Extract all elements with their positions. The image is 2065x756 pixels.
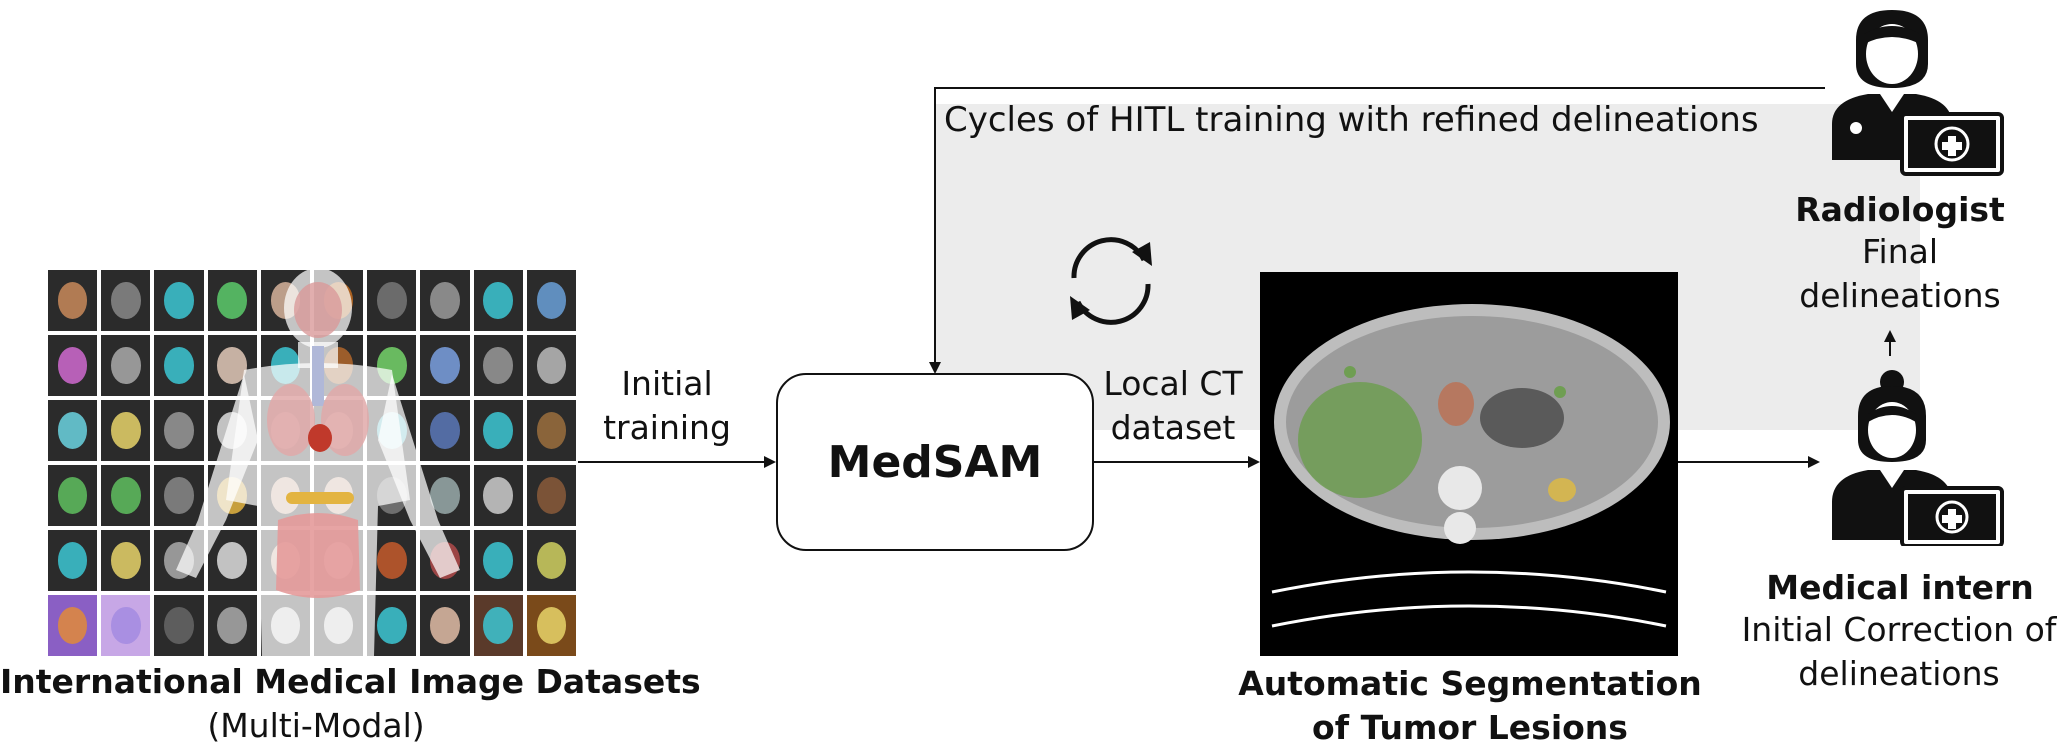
mosaic-tile bbox=[526, 335, 576, 396]
mosaic-tile bbox=[526, 595, 576, 656]
intern-desc-line1: Initial Correction of bbox=[1741, 610, 2057, 649]
segmentation-title-line2: of Tumor Lesions bbox=[1312, 707, 1628, 747]
mosaic-tile bbox=[154, 400, 204, 461]
mosaic-tile bbox=[48, 270, 98, 331]
datasets-subtitle: (Multi-Modal) bbox=[207, 706, 425, 745]
mosaic-tile bbox=[48, 335, 98, 396]
mosaic-tile bbox=[101, 530, 151, 591]
radiologist-icon bbox=[1832, 10, 2004, 176]
mosaic-tile bbox=[207, 530, 257, 591]
mosaic-tile bbox=[154, 465, 204, 526]
mosaic-tile bbox=[473, 465, 523, 526]
ct-scan-image bbox=[1260, 272, 1678, 656]
local-ct-line2: dataset bbox=[1110, 407, 1236, 447]
mosaic-tile bbox=[420, 595, 470, 656]
mosaic-tile bbox=[48, 595, 98, 656]
mosaic-tile bbox=[207, 595, 257, 656]
intern-desc-line2: delineations bbox=[1798, 653, 2000, 693]
initial-training-label: Initial training bbox=[600, 362, 734, 449]
mosaic-tile bbox=[101, 400, 151, 461]
mosaic-tile bbox=[473, 595, 523, 656]
radiologist-desc-line2: delineations bbox=[1799, 275, 2001, 315]
mosaic-tile bbox=[473, 335, 523, 396]
mosaic-tile bbox=[48, 400, 98, 461]
mosaic-tile bbox=[526, 530, 576, 591]
mosaic-tile bbox=[367, 270, 417, 331]
mosaic-tile bbox=[101, 270, 151, 331]
intern-icon bbox=[1832, 370, 2004, 546]
local-ct-label: Local CT dataset bbox=[1098, 362, 1248, 449]
radiologist-title: Radiologist bbox=[1795, 190, 2005, 229]
recycle-icon bbox=[1070, 237, 1152, 325]
mosaic-tile bbox=[526, 400, 576, 461]
mosaic-tile bbox=[154, 595, 204, 656]
mosaic-tile bbox=[473, 530, 523, 591]
radiologist-figure bbox=[1820, 0, 2010, 176]
loop-feedback-arrow bbox=[929, 87, 1825, 374]
initial-training-line1: Initial bbox=[621, 364, 713, 403]
ct-scan-drawing bbox=[1271, 304, 1670, 628]
mosaic-tile bbox=[154, 335, 204, 396]
human-body-illustration bbox=[176, 270, 460, 656]
mosaic-tile bbox=[473, 270, 523, 331]
mosaic-tile bbox=[154, 270, 204, 331]
mosaic-tile bbox=[526, 270, 576, 331]
medsam-model-box: MedSAM bbox=[776, 373, 1094, 551]
segmentation-title-line1: Automatic Segmentation bbox=[1238, 664, 1702, 703]
mosaic-tile bbox=[420, 335, 470, 396]
medical-intern-figure bbox=[1820, 370, 2010, 546]
mosaic-tile bbox=[526, 465, 576, 526]
radiologist-desc-line1: Final bbox=[1861, 232, 1939, 271]
local-ct-line1: Local CT bbox=[1103, 364, 1243, 403]
mosaic-tile bbox=[367, 595, 417, 656]
laptop-icon bbox=[1935, 500, 1969, 534]
mosaic-tile bbox=[473, 400, 523, 461]
radiologist-description: Final delineations bbox=[1790, 230, 2010, 317]
mosaic-tile bbox=[420, 400, 470, 461]
mosaic-tile bbox=[101, 335, 151, 396]
segmentation-caption: Automatic Segmentation of Tumor Lesions bbox=[1220, 662, 1720, 749]
laptop-icon bbox=[1934, 126, 1970, 162]
datasets-title: International Medical Image Datasets bbox=[0, 662, 701, 701]
mosaic-tile bbox=[101, 465, 151, 526]
mosaic-tile bbox=[48, 530, 98, 591]
intern-title: Medical intern bbox=[1766, 568, 2034, 607]
loop-label: Cycles of HITL training with refined del… bbox=[944, 100, 1759, 140]
medsam-label: MedSAM bbox=[827, 436, 1043, 488]
mosaic-tile bbox=[101, 595, 151, 656]
mosaic-tile bbox=[48, 465, 98, 526]
mosaic-tile bbox=[207, 270, 257, 331]
mosaic-tile bbox=[420, 270, 470, 331]
initial-training-line2: training bbox=[603, 407, 731, 447]
intern-description: Initial Correction of delineations bbox=[1736, 608, 2062, 695]
